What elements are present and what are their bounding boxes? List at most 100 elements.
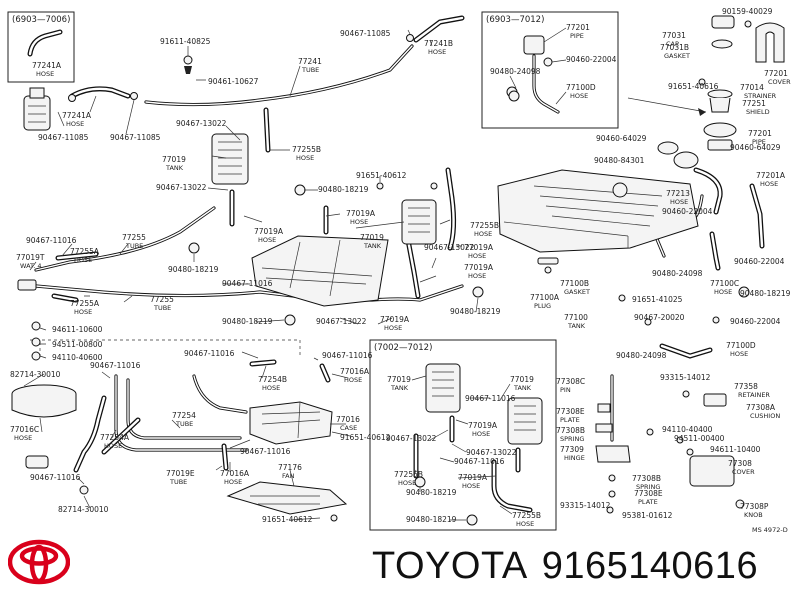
callout-part-number: 77241 (298, 57, 322, 66)
callout-description: SPRING (560, 435, 584, 443)
callout-part-number: 90467-11016 (90, 361, 141, 370)
inset-lower-label-1-desc: TANK (513, 384, 532, 392)
inset-lower-label-11-part: 77255B (512, 511, 541, 520)
callout-description: CASE (340, 424, 357, 432)
callout: 82714-30010 (58, 505, 109, 514)
callout-part-number: 91651-40612 (340, 433, 391, 442)
inset-top-left-range: (6903—7006) (12, 15, 70, 25)
callout: 91611-40825 (160, 37, 211, 46)
callout-part-number: 90480-18219 (222, 317, 273, 326)
callout-part-number: 93315-14012 (660, 373, 711, 382)
callout-part-number: 77201A (756, 171, 786, 180)
callout-part-number: 77019 (162, 155, 186, 164)
inset-top-right-label-3-part: 77100D (566, 83, 596, 92)
callout-description: TANK (567, 322, 586, 330)
callout: 90467-11016 (90, 361, 141, 370)
part-number: 9165140616 (541, 545, 759, 587)
callout-description: HOSE (474, 230, 492, 238)
callout: 91651-40612 (262, 515, 313, 524)
callout-part-number: 77254A (100, 433, 130, 442)
inset-lower-label-9-part: 90480-18219 (406, 488, 457, 497)
callout-description: HOSE (670, 198, 688, 206)
callout: 90467-11016 (222, 279, 273, 288)
callout-description: HOSE (296, 154, 314, 162)
callout-part-number: 77019T (16, 253, 45, 262)
callout-part-number: 77019A (346, 209, 376, 218)
inset-top-right-label-0-desc: PIPE (570, 32, 584, 40)
callout-part-number: 77019A (380, 315, 410, 324)
callout-part-number: 90467-11016 (222, 279, 273, 288)
callout: 90467-13022 (176, 119, 227, 128)
callout: 90467-13022 (316, 317, 367, 326)
callout: 90480-84301 (594, 156, 645, 165)
callout-part-number: 77100C (710, 279, 739, 288)
toyota-logo (8, 539, 70, 585)
callout-description: HOSE (468, 272, 486, 280)
callout-part-number: 77100A (530, 293, 560, 302)
callout-part-number: 94110-40600 (52, 353, 103, 362)
callout-part-number: 94511-00800 (52, 340, 103, 349)
callout-part-number: 77255A (70, 247, 100, 256)
callout-part-number: 90467-11016 (26, 236, 77, 245)
callout-part-number: 77201 (764, 69, 788, 78)
callout-part-number: 82714-30010 (10, 370, 61, 379)
callout-part-number: 77019A (254, 227, 284, 236)
callout-part-number: 91651-41025 (632, 295, 683, 304)
callout-part-number: 77016C (10, 425, 39, 434)
callout-description: PLUG (534, 302, 551, 310)
callout-part-number: 94511-00400 (674, 434, 725, 443)
callout-part-number: 77308B (556, 426, 585, 435)
callout: 91651-40612 (356, 171, 407, 180)
callout: 90467-11085 (110, 133, 161, 142)
callout-description: HOSE (74, 308, 92, 316)
callout-part-number: 77308A (746, 403, 776, 412)
callout-part-number: 90480-24098 (652, 269, 703, 278)
callout-part-number: 77241A (62, 111, 92, 120)
callout: 90467-11016 (322, 351, 373, 360)
leader-lines (23, 29, 479, 521)
callout-part-number: 77254B (258, 375, 287, 384)
inset-top-right-label-1-part: 90460-22004 (566, 55, 617, 64)
callout: 90460-64029 (730, 143, 781, 152)
figure-code: MS 4972-D (752, 526, 788, 534)
parts (11, 15, 785, 522)
callout-part-number: 77255 (150, 295, 174, 304)
callout-part-number: 77176 (278, 463, 302, 472)
callout-description: HOSE (730, 350, 748, 358)
inset-lower-label-6-part: 90467-11016 (454, 457, 505, 466)
callout-part-number: 77201 (748, 129, 772, 138)
callout-description: HOSE (350, 218, 368, 226)
callout-part-number: 95381-01612 (622, 511, 673, 520)
callout-description: KNOB (744, 511, 763, 519)
callout-description: TUBE (153, 304, 171, 312)
callout: 94511-00400 (674, 434, 725, 443)
callout-part-number: 94611-10600 (52, 325, 103, 334)
callout-description: RETAINER (738, 391, 770, 399)
inset-lower-label-10-part: 90480-18219 (406, 515, 457, 524)
callout-part-number: 77100 (564, 313, 588, 322)
callout: 90460-22004 (730, 317, 781, 326)
callout-part-number: 90467-20020 (634, 313, 685, 322)
inset-lower-label-2-part: 90467-11016 (465, 394, 516, 403)
callout-description: STRAINER (744, 92, 777, 100)
callout-part-number: 90467-11085 (110, 133, 161, 142)
callout-part-number: 91651-40616 (668, 82, 719, 91)
callout-part-number: 77016 (336, 415, 360, 424)
callout-part-number: 77309 (560, 445, 584, 454)
callout-description: TUBE (169, 478, 187, 486)
callout: 90467-13022 (156, 183, 207, 192)
callout: 94611-10400 (710, 445, 761, 454)
